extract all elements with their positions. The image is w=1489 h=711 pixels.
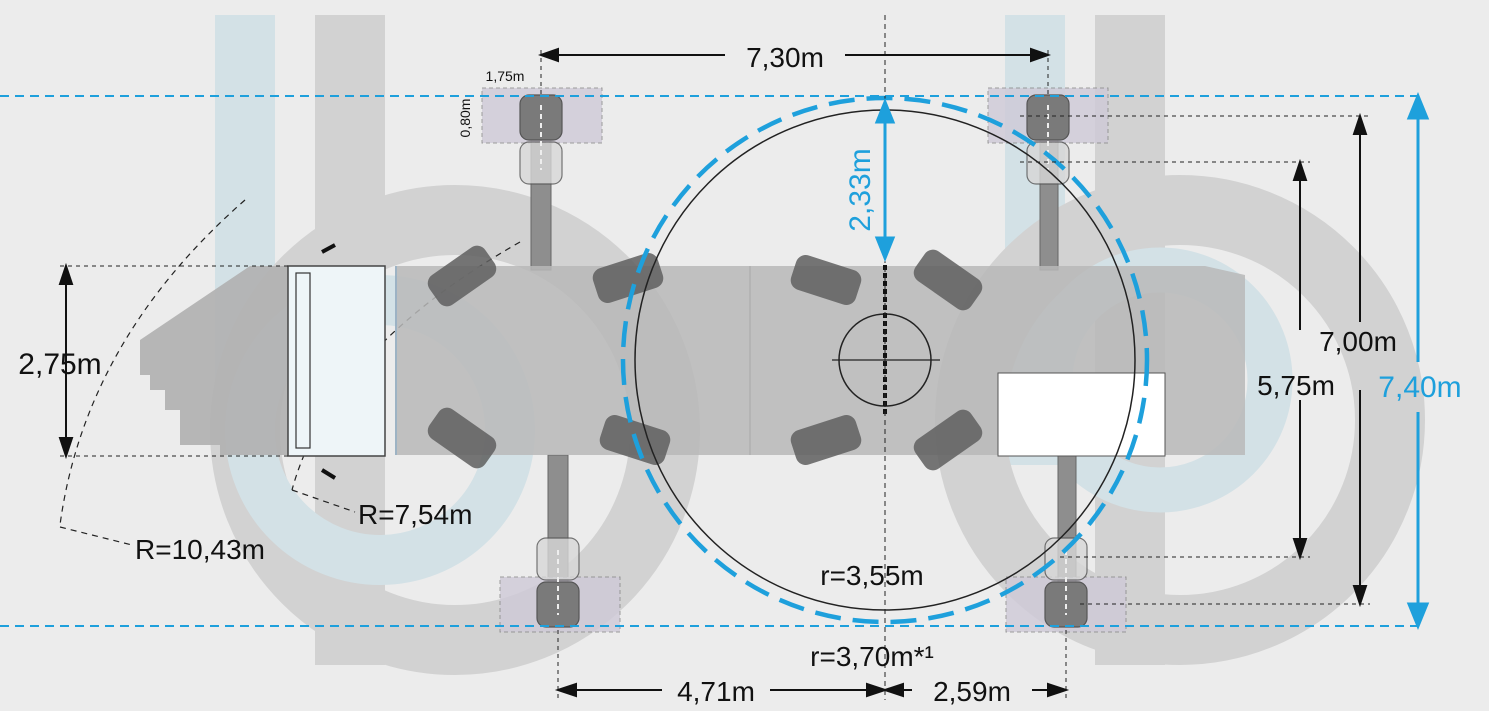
front-clearance-label: 2,33m (844, 148, 877, 231)
machine-body (140, 243, 1245, 480)
labels: 7,30m 1,75m 0,80m 2,33m 2,75m R=7,54m R=… (18, 42, 1461, 707)
turn-radius-inner-label: R=7,54m (358, 499, 472, 530)
outrigger-feet (519, 94, 1088, 628)
body-width-label: 2,75m (18, 348, 101, 381)
turn-radius-outer-label: R=10,43m (135, 534, 265, 565)
pad-depth-label: 0,80m (457, 99, 473, 138)
reference-lines (0, 15, 1420, 700)
height-outer-label: 7,00m (1319, 326, 1397, 357)
radius-leaders (59, 489, 356, 546)
bottom-right-span-label: 2,59m (933, 676, 1011, 706)
track-pads (427, 245, 983, 471)
height-inner-label: 5,75m (1257, 370, 1335, 401)
accent-dimension-arrows (874, 92, 1430, 630)
top-span-label: 7,30m (746, 42, 824, 73)
slew-radius-label: r=3,55m (820, 560, 924, 591)
dimension-arrows (58, 47, 1368, 698)
slew-radius-alt-label: r=3,70m*¹ (810, 641, 934, 672)
pad-width-label: 1,75m (486, 68, 525, 84)
bottom-left-span-label: 4,71m (677, 676, 755, 706)
height-total-label: 7,40m (1378, 371, 1461, 404)
